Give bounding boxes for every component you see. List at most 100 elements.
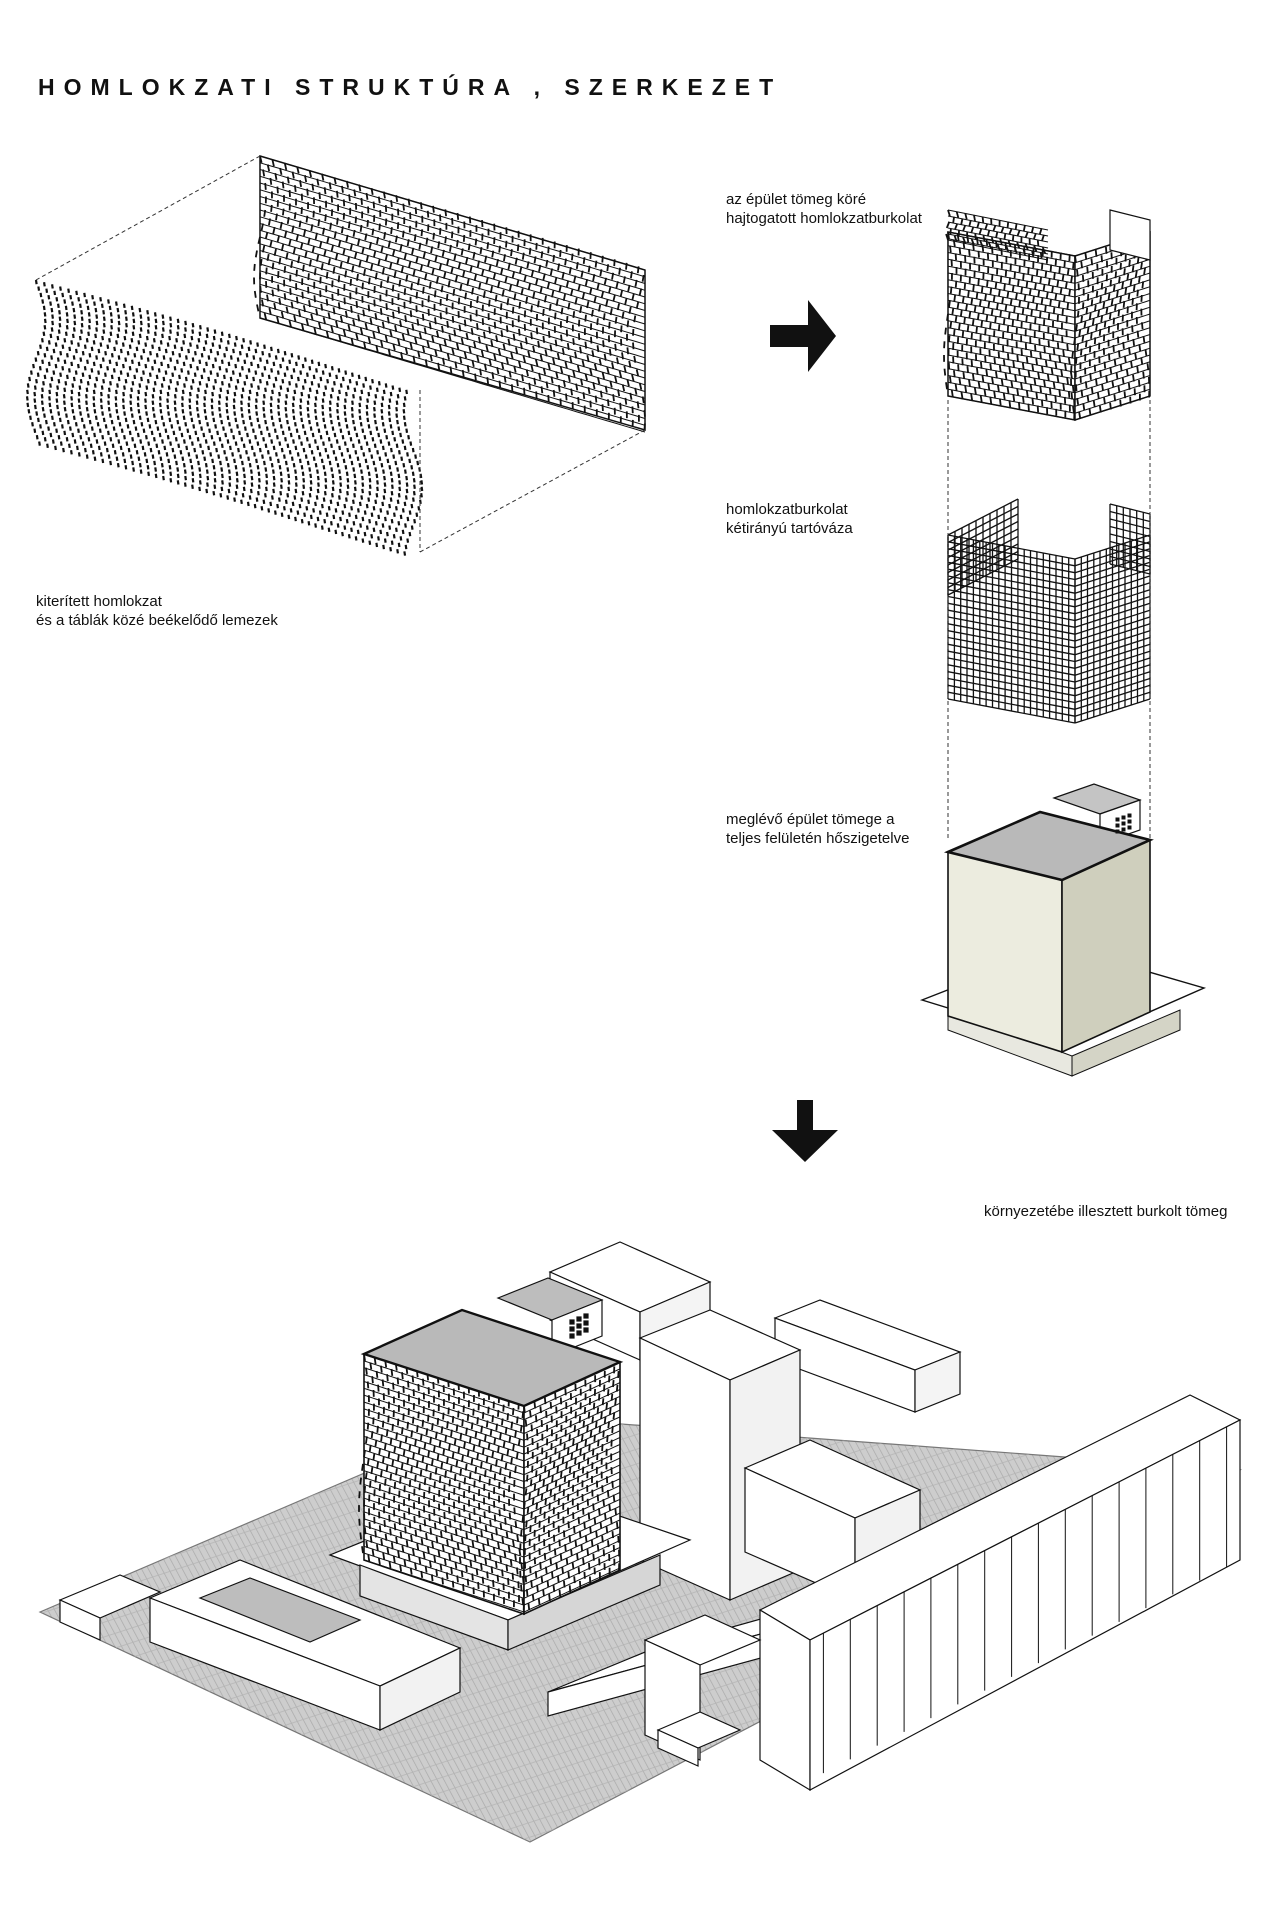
rear-brick-joint	[619, 289, 624, 297]
rear-brick-joint	[414, 207, 418, 215]
front-blade	[59, 372, 62, 377]
rear-brick-joint	[481, 268, 485, 277]
rear-brick-joint	[592, 382, 596, 390]
tower-front-brick-joint	[374, 1439, 378, 1447]
front-blade	[353, 473, 357, 479]
tower-front-brick-course	[363, 1394, 525, 1448]
front-blade	[312, 456, 316, 461]
rear-brick-joint	[554, 339, 558, 347]
front-blade	[106, 344, 110, 349]
front-blade	[307, 413, 310, 418]
rear-brick-joint	[354, 216, 357, 224]
wrapped-side-brick-joint	[1132, 338, 1135, 346]
front-blade	[232, 398, 236, 403]
wrapped-front-brick-joint	[989, 363, 992, 371]
front-blade	[26, 383, 30, 388]
rear-brick-joint	[271, 289, 275, 297]
rear-brick-joint	[381, 267, 385, 275]
tower-side-brick-joint	[610, 1393, 614, 1401]
tower-side-brick-joint	[598, 1393, 601, 1401]
wrapped-front-brick-joint	[1030, 309, 1033, 317]
front-blade	[277, 411, 281, 416]
front-blade	[70, 450, 73, 455]
front-blade	[96, 422, 100, 427]
rear-brick-joint	[481, 220, 484, 227]
tower-front-brick-joint	[444, 1470, 447, 1478]
front-blade	[153, 312, 157, 317]
wrapped-front-brick-joint	[968, 379, 971, 387]
front-blade	[211, 458, 214, 464]
rear-brick-joint	[498, 245, 501, 253]
tower-front-brick-joint	[499, 1555, 502, 1563]
front-blade	[62, 394, 66, 399]
front-blade	[77, 363, 80, 369]
front-blade	[270, 415, 274, 421]
rear-brick-joint	[269, 240, 273, 248]
front-blade	[81, 441, 85, 446]
tower-front-brick-joint	[498, 1509, 501, 1517]
tower-side-brick-joint	[586, 1425, 589, 1433]
front-blade	[250, 361, 253, 367]
front-blade	[389, 471, 393, 477]
tower-front-brick-joint	[463, 1441, 466, 1449]
wrapped-front-brick-joint	[1025, 389, 1029, 398]
rear-brick-joint	[359, 224, 363, 232]
rear-brick-joint	[478, 282, 482, 290]
front-blade	[152, 387, 156, 393]
front-blade	[225, 396, 229, 401]
front-blade	[143, 452, 147, 457]
front-blade	[297, 355, 301, 360]
front-blade	[154, 467, 157, 472]
rear-brick-joint	[346, 256, 350, 264]
front-blade	[294, 469, 297, 474]
tower-front-brick-joint	[461, 1537, 464, 1545]
front-blade	[25, 396, 29, 401]
tower-front-brick-joint	[421, 1455, 425, 1463]
frame-horizontal-member	[1109, 518, 1151, 530]
rear-brick-joint	[488, 264, 492, 272]
tower-vent-dot	[569, 1333, 575, 1339]
front-blade	[294, 482, 298, 487]
tower-front-brick-joint	[489, 1519, 492, 1527]
front-blade	[402, 462, 406, 468]
front-blade	[49, 301, 52, 306]
front-blade	[142, 370, 145, 375]
front-blade	[138, 462, 142, 468]
front-blade	[58, 310, 61, 315]
tower-front-brick-joint	[468, 1436, 472, 1444]
rear-brick-joint	[350, 305, 353, 313]
rear-brick-joint	[395, 195, 399, 203]
front-blade	[381, 445, 385, 451]
front-blade	[63, 406, 67, 412]
rear-brick-course	[259, 196, 646, 311]
tower-side-brick-joint	[530, 1424, 533, 1432]
rear-brick-joint	[449, 366, 453, 374]
rear-brick-joint	[603, 353, 607, 361]
frame-horizontal-member	[947, 535, 1019, 574]
tower-front-brick-joint	[516, 1416, 519, 1424]
front-blade	[361, 475, 364, 481]
front-blade	[294, 445, 298, 451]
wrapped-front-brick-joint	[965, 303, 968, 311]
front-blade	[236, 378, 240, 384]
rear-brick-joint	[305, 318, 309, 326]
front-blade	[309, 514, 313, 520]
front-blade	[115, 340, 118, 345]
rear-brick-joint	[446, 258, 450, 266]
rear-brick-joint	[470, 327, 474, 336]
front-blade	[174, 387, 178, 393]
front-blade	[110, 374, 114, 380]
front-blade	[316, 516, 320, 522]
wrapped-front-brick-joint	[1025, 356, 1029, 364]
tower-front-brick-joint	[380, 1365, 383, 1373]
front-blade	[380, 462, 384, 468]
front-blade	[360, 495, 364, 500]
front-blade	[376, 480, 379, 485]
front-blade	[136, 432, 140, 438]
tower-front-brick-joint	[481, 1576, 485, 1584]
front-blade	[121, 342, 125, 347]
label-unfolded-line-1: kiterített homlokzat	[36, 593, 162, 610]
front-blade	[275, 452, 278, 457]
wrapped-back-brick-joint	[955, 211, 960, 218]
